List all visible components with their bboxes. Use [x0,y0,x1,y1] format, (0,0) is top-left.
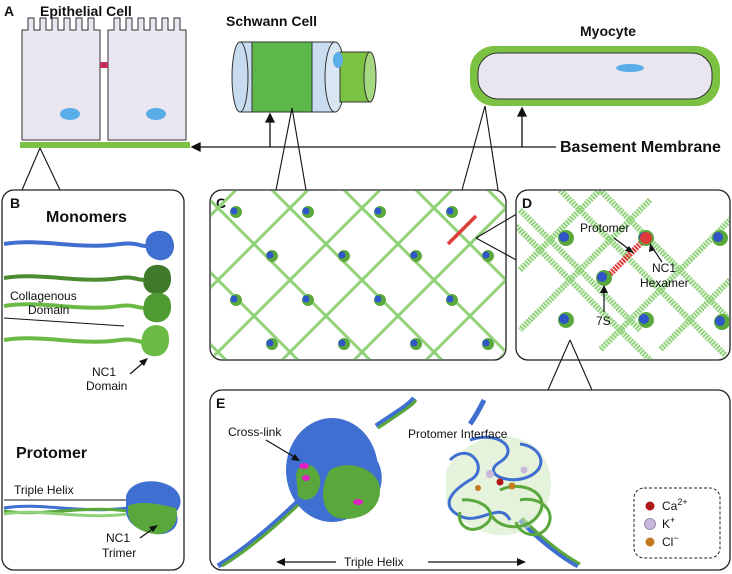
legend-ca-label: Ca2+ [662,497,688,513]
nc1-node [302,206,314,218]
basement-membrane-arrows [190,106,556,153]
panel-d-letter: D [522,195,532,211]
highlighted-hexamer [640,232,652,244]
nc1-trimer-label-1: NC1 [106,531,130,545]
collagenous-label-1: Collagenous [10,289,77,303]
panel-e-letter: E [216,395,225,411]
nc1-node [446,206,458,218]
protomer-structure [3,481,181,535]
nc1-node [410,250,422,262]
ion-k-marker [486,470,494,478]
legend-cl-dot [645,537,655,547]
cross-link-label: Cross-link [228,425,282,439]
nucleus-left [60,108,80,120]
protomer-label-d: Protomer [580,221,629,235]
nc1-node [338,250,350,262]
nc1-domain-arrow [129,358,148,375]
myocyte-nucleus [616,64,644,72]
legend-k-label: K+ [662,515,675,531]
myocyte-title: Myocyte [580,23,636,39]
nc1-hexamer-node [596,270,612,286]
callout-lines [21,105,499,191]
schwann-cell [231,41,377,113]
collagenous-label-2: Domain [28,303,69,317]
triple-helix-label-e: Triple Helix [344,555,404,569]
cross-link-arrow [265,439,300,461]
panel-d-lattice [517,191,729,359]
panel-a-letter: A [4,3,14,19]
nc1-hexamer-node [714,314,729,330]
seven-s-label: 7S [596,314,611,328]
nc1-node [230,294,242,306]
nc1-hexamer-label-1: NC1 [652,261,676,275]
panel-c-lattice [211,191,505,359]
legend-k-dot [644,518,656,530]
collagenous-domain-line [3,317,125,327]
nc1-trimer-arrow [139,525,158,539]
protomer-arrow-d [613,237,634,253]
triple-helix-arrow-e [276,554,526,568]
crosslink-spot-1 [299,463,309,469]
nc1-hexamer-node [558,312,574,328]
nc1-hexamer-node [558,230,574,246]
nc1-node [230,206,242,218]
nc1-node [266,338,278,350]
nc1-node [338,338,350,350]
nc1-node [410,338,422,350]
nc1-node [374,294,386,306]
seven-s-arrow [600,285,608,312]
crosslink-spot-3 [353,499,363,505]
panel-b-letter: B [10,195,20,211]
nc1-trimer-label-2: Trimer [102,546,136,560]
monomers-title: Monomers [46,209,127,226]
nc1-hexamer-arrow [649,243,663,263]
nc1-node [302,294,314,306]
nc1-hexamer-node [712,230,728,246]
nc1-node [482,338,494,350]
ion-cl-marker [508,482,516,490]
protomer-interface-ribbon [446,435,552,537]
callout-c-to-d-bottom [475,237,521,263]
panel-b-frame [1,189,185,571]
crosslink-spot-2 [302,475,310,481]
callout-d-to-e-right [569,339,593,391]
protomer-title: Protomer [16,445,87,462]
ion-legend: Ca2+ K+ Cl− [633,487,721,559]
nc1-domain-label-1: NC1 [92,365,116,379]
nc1-node [482,250,494,262]
nc1-hexamer-label-2: Hexamer [640,276,689,290]
epithelial-cells [20,17,190,148]
epithelial-cell-right [107,17,187,141]
nucleus-right [146,108,166,120]
nc1-domain-label-2: Domain [86,379,127,393]
callout-c-to-d-top [475,211,521,239]
nc1-node [266,250,278,262]
schwann-cell-title: Schwann Cell [226,13,317,29]
nc1-hexamer-node [638,312,654,328]
epithelial-basement-membrane [20,142,190,148]
callout-d-to-e-left [547,339,571,391]
nc1-hexamer-surface [286,418,382,522]
schwann-nucleus [333,52,343,68]
triple-helix-label-b: Triple Helix [14,483,74,497]
nc1-node [374,206,386,218]
monomer-structures [3,230,175,357]
legend-cl-label: Cl− [662,533,679,549]
cell-junction [100,62,108,68]
epithelial-cell-title: Epithelial Cell [40,3,132,19]
myocyte [470,46,720,106]
epithelial-cell-left [21,17,101,141]
basement-membrane-label: Basement Membrane [560,139,721,156]
nc1-node [446,294,458,306]
ion-ca-marker [496,478,504,486]
protomer-interface-label: Protomer Interface [408,427,508,441]
legend-ca-dot [645,501,655,511]
